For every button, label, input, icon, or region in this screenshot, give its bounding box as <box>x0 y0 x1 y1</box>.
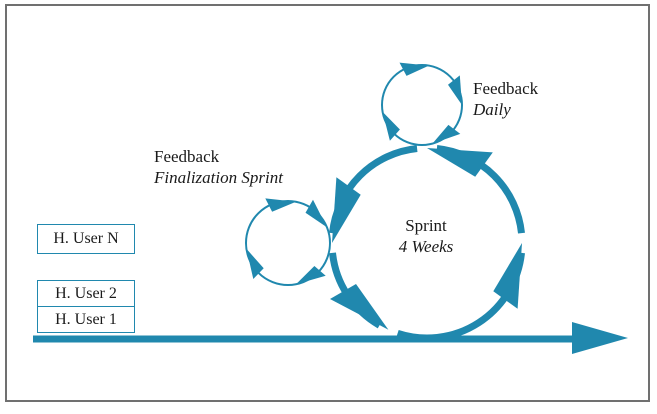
sprint-arrowhead-bottom-icon <box>330 284 389 330</box>
user-box-2-label: H. User 2 <box>55 284 117 302</box>
finalization-arrowhead-left-icon <box>246 248 264 279</box>
finalization-arrowhead-top-icon <box>265 198 296 212</box>
sprint-title: Sprint <box>405 216 447 235</box>
sprint-arrowhead-left-icon <box>332 177 361 243</box>
finalization-feedback-cycle <box>245 198 331 286</box>
user-box-2: H. User 2 <box>37 280 135 307</box>
user-box-n: H. User N <box>37 224 135 254</box>
daily-arrowhead-right-icon <box>448 75 462 105</box>
timeline-line <box>33 335 573 343</box>
daily-arrowhead-bottom-icon <box>432 124 461 144</box>
daily-arrowhead-left-icon <box>382 111 400 141</box>
finalization-arrowhead-right-icon <box>305 199 327 228</box>
sprint-duration: 4 Weeks <box>398 237 454 256</box>
sprint-cycle <box>329 145 525 342</box>
user-box-1-label: H. User 1 <box>55 310 117 328</box>
finalization-feedback-label: Feedback Finalization Sprint <box>154 146 283 188</box>
sprint-arrowhead-top-icon <box>427 148 493 177</box>
user-box-n-label: H. User N <box>53 230 119 247</box>
user-box-1: H. User 1 <box>37 306 135 333</box>
sprint-arrowhead-right-icon <box>493 243 522 309</box>
daily-feedback-label: Feedback Daily <box>473 78 538 120</box>
daily-feedback-title: Feedback <box>473 79 539 98</box>
finalization-arrowhead-bottom-icon <box>296 266 326 285</box>
sprint-label: Sprint 4 Weeks <box>350 215 502 257</box>
daily-arrowhead-top-icon <box>399 62 429 76</box>
daily-feedback-subtitle: Daily <box>473 100 511 119</box>
finalization-feedback-title: Feedback <box>154 147 220 166</box>
timeline <box>33 322 628 354</box>
daily-feedback-cycle <box>381 62 463 146</box>
finalization-feedback-subtitle: Finalization Sprint <box>154 168 283 187</box>
timeline-arrowhead-icon <box>572 322 628 354</box>
